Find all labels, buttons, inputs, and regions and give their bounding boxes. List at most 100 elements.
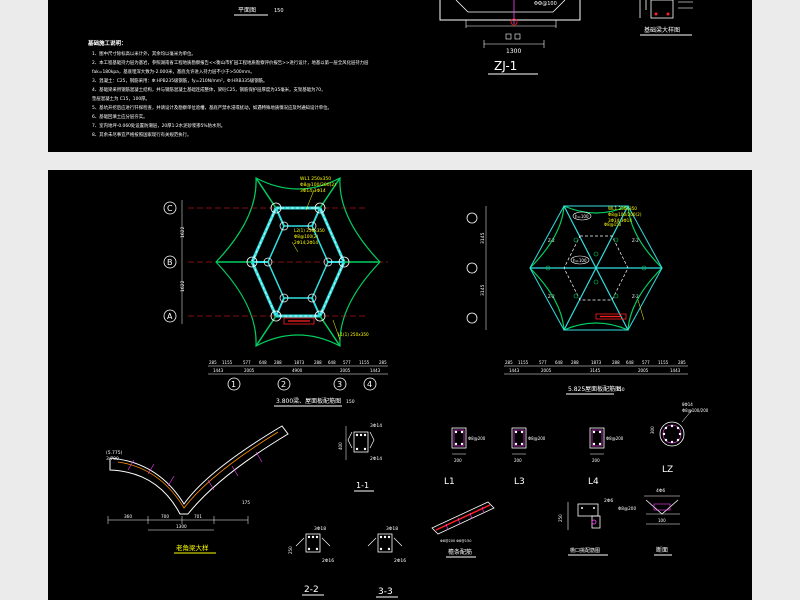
- plan1-axis-col-3: 3: [333, 377, 347, 391]
- drawing-sheet-bottom: WL1 250x350 Φ8@100/200(2) 3Φ14;3Φ14 L2(1…: [48, 170, 752, 600]
- section-l1-stirrup: Φ8@200: [468, 436, 486, 441]
- svg-text:285: 285: [209, 360, 217, 365]
- plan1-axis-col-1: 1: [227, 377, 241, 391]
- section-detail-dim: 100: [658, 518, 666, 523]
- svg-text:288: 288: [274, 360, 282, 365]
- plan1-axis-col-2: 2: [277, 377, 291, 391]
- svg-text:648: 648: [328, 360, 336, 365]
- svg-text:648: 648: [626, 360, 634, 365]
- section-3-3-title: 3-3: [378, 587, 393, 597]
- plan1-beam-note-6: 2Φ14;2Φ14: [294, 240, 318, 245]
- plan1-beam-note-2: Φ8@100/200(2): [300, 182, 336, 188]
- section-1-1: [345, 426, 375, 460]
- corner-beam-dim-right: 175: [242, 500, 250, 505]
- note-line: 6、基础回填土应分层夯实。: [92, 113, 147, 120]
- zj1-foundation-sketch: [439, 0, 581, 48]
- svg-text:1873: 1873: [294, 360, 305, 365]
- plan2-beam-note-b: Φ8@100/200(2): [608, 212, 642, 217]
- ridge-detail: [567, 502, 601, 530]
- plan1-beam-note-4: L2(1) 250x350: [294, 228, 325, 233]
- corner-beam-elev-1: (5.775): [106, 450, 123, 456]
- corner-beam-dim-2: 700: [161, 514, 169, 519]
- corner-beam-dim-4: 1300: [176, 524, 187, 529]
- plan1-axis-row-a: A: [163, 309, 177, 323]
- section-l1: [451, 427, 467, 455]
- note-line: 7、室内地坪-0.060处设置防潮层，20厚1:2水泥砂浆掺5%防水剂。: [92, 122, 225, 129]
- eave-detail: [431, 501, 495, 535]
- eave-detail-title: 檐条配筋: [448, 548, 472, 556]
- plan2-slab-thk: h=100: [575, 214, 589, 219]
- corner-beam-dim-3: 701: [194, 514, 202, 519]
- plan1-structure: [188, 176, 388, 348]
- note-line: 1、图中尺寸除标高以米计外，其余均以毫米为单位。: [92, 50, 196, 57]
- section-1-1-top: 3Φ14: [370, 423, 382, 429]
- plan1-dims-row-1: 285 1155 577 648 288 1873 288 648 577 11…: [209, 360, 387, 365]
- notes-block: 1、图中尺寸除标高以米计外，其余均以毫米为单位。 2、本工程基础持力层为基岩，参…: [92, 50, 369, 138]
- section-detail: [644, 495, 680, 525]
- svg-text:1155: 1155: [222, 360, 233, 365]
- section-l1-dim: 200: [454, 458, 462, 463]
- drawing-sheet-top: 平面图 150 ΦФ@100 1300 ZJ-1 基础梁大样图 基础施工说明： …: [48, 0, 752, 152]
- plan2-axis-bubble-bottom: [466, 312, 478, 324]
- svg-text:2005: 2005: [244, 368, 255, 373]
- svg-text:577: 577: [539, 360, 547, 365]
- section-detail-rebar: Φ8@200: [618, 506, 636, 511]
- plan1-beam-note-1: WL1 250x350: [300, 176, 331, 182]
- section-l4-title: L4: [588, 477, 599, 487]
- section-3-3: [367, 533, 403, 553]
- svg-text:285: 285: [505, 360, 513, 365]
- section-l4: [589, 427, 605, 455]
- plan2-slab-label: Z-2: [548, 238, 555, 243]
- section-lz: [659, 409, 693, 447]
- plan2-structure: [529, 205, 663, 331]
- section-l4-dim: 200: [592, 458, 600, 463]
- note-line: 2、本工程基础持力层为基岩，参照湖南省工程地质勘察报告<<衡山市扩园工程地质勘察…: [92, 59, 369, 66]
- plan2-axis-bubble-mid: [466, 262, 478, 274]
- svg-text:1155: 1155: [658, 360, 669, 365]
- note-line: 4、基础梁采用钢筋混凝土结构，并与钢筋混凝土基础连成整体，梁砼C25，钢筋保护层…: [92, 86, 325, 93]
- svg-text:4900: 4900: [292, 368, 303, 373]
- section-lz-dim: 300: [650, 426, 655, 434]
- plan1-beam-note-7: L1(1) 250x350: [338, 332, 369, 337]
- plan2-dims-row-1: 285 1155 577 648 288 1873 288 648 577 11…: [505, 360, 686, 365]
- beam-detail-title: 基础梁大样图: [644, 26, 680, 34]
- svg-text:1443: 1443: [213, 368, 224, 373]
- svg-text:C: C: [167, 204, 173, 213]
- plan1-scale: 150: [346, 399, 355, 405]
- svg-text:2005: 2005: [340, 368, 351, 373]
- note-line: 8、其余未尽事宜严格按照国家现行有关规范执行。: [92, 131, 191, 138]
- plan2-scale: 150: [616, 387, 625, 393]
- section-1-1-dim: 400: [338, 442, 343, 450]
- svg-text:1: 1: [231, 380, 236, 389]
- plan2-slab-label-2: Z-2: [632, 238, 639, 243]
- section-2-2-dim: 250: [288, 546, 293, 554]
- section-3-3-top: 3Φ18: [386, 526, 398, 532]
- corner-beam-detail: [107, 425, 289, 531]
- svg-text:288: 288: [314, 360, 322, 365]
- svg-text:3145: 3145: [590, 368, 601, 373]
- corner-beam-title: 老角梁大样: [176, 543, 209, 552]
- svg-text:288: 288: [612, 360, 620, 365]
- svg-text:288: 288: [571, 360, 579, 365]
- plan2-slab-label-3: Z-2: [548, 294, 555, 299]
- svg-text:1443: 1443: [370, 368, 381, 373]
- section-l1-title: L1: [444, 477, 455, 487]
- plan2-beam-note-c: 3Φ14;3Φ14: [608, 218, 632, 223]
- ridge-detail-title: 檐口挑配筋图: [570, 547, 600, 554]
- section-1-1-bottom: 2Φ14: [370, 456, 382, 462]
- section-2-2-top: 3Φ18: [314, 526, 326, 532]
- plan1-axis-col-4: 4: [363, 377, 377, 391]
- svg-text:B: B: [167, 258, 173, 267]
- svg-text:1155: 1155: [518, 360, 529, 365]
- plan1-axis-row-c: C: [163, 201, 177, 215]
- plan1-beam-note-3: 3Φ14;3Φ14: [300, 188, 326, 194]
- plan1-beam-note-5: Φ8@100(2): [294, 234, 318, 239]
- plan2-dims-row-2: 1443 2005 3145 2005 1443: [509, 368, 681, 373]
- svg-text:577: 577: [642, 360, 650, 365]
- plan2-title: 5.825屋面板配筋图: [568, 385, 621, 393]
- svg-text:A: A: [167, 312, 173, 321]
- section-lz-title: LZ: [662, 465, 673, 475]
- section-detail-title: 断面: [656, 546, 668, 554]
- svg-text:577: 577: [343, 360, 351, 365]
- zj1-title: ZJ-1: [494, 59, 517, 73]
